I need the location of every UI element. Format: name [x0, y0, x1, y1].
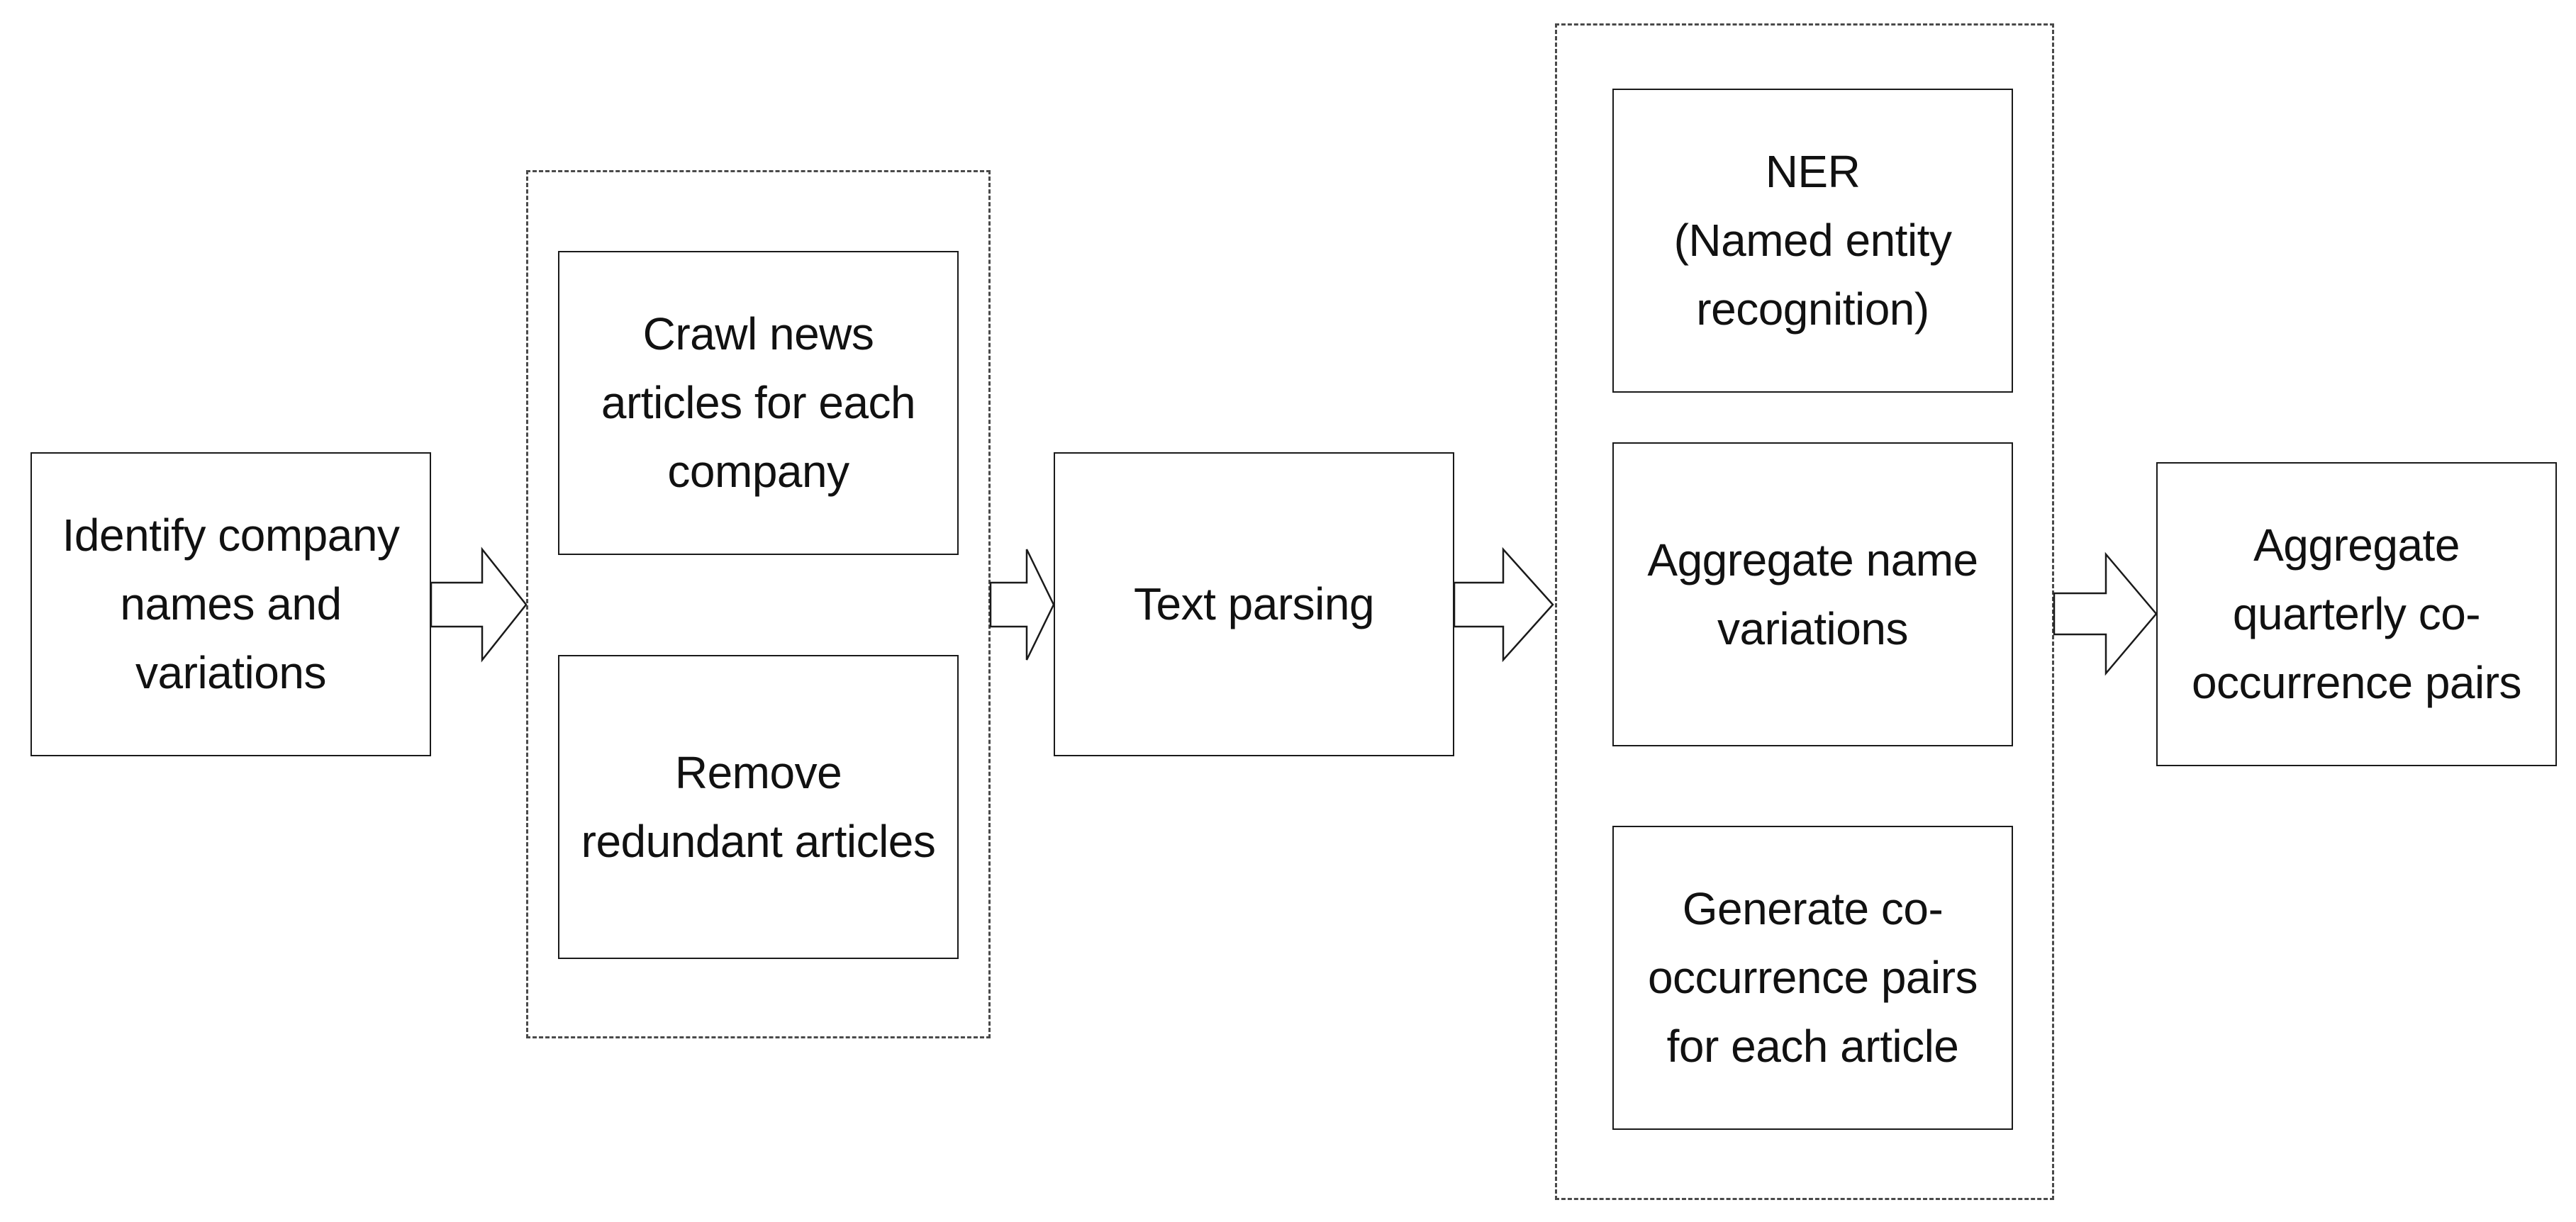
- arrow-identify-to-crawl: [430, 546, 528, 663]
- step-ner-label: NER (Named entity recognition): [1673, 146, 1952, 335]
- step-identify-company-names-label: Identify company names and variations: [62, 510, 400, 698]
- arrow-text-parsing-to-ner-group: [1453, 546, 1554, 663]
- arrow-ner-group-to-aggregate-quarterly: [2053, 551, 2158, 676]
- step-crawl-news-articles: Crawl news articles for each company: [558, 251, 959, 555]
- step-crawl-news-articles-label: Crawl news articles for each company: [601, 308, 916, 497]
- step-aggregate-quarterly-pairs: Aggregate quarterly co- occurrence pairs: [2156, 462, 2557, 766]
- group-crawl-and-dedupe: [526, 170, 991, 1038]
- step-text-parsing-label: Text parsing: [1133, 578, 1375, 629]
- arrow-crawl-to-text-parsing: [989, 549, 1055, 661]
- step-generate-co-occurrence-pairs: Generate co- occurrence pairs for each a…: [1612, 826, 2013, 1130]
- step-aggregate-name-variations: Aggregate name variations: [1612, 442, 2013, 746]
- step-aggregate-name-variations-label: Aggregate name variations: [1647, 534, 1978, 654]
- step-remove-redundant-articles-label: Remove redundant articles: [581, 746, 936, 867]
- step-text-parsing: Text parsing: [1054, 452, 1454, 756]
- step-remove-redundant-articles: Remove redundant articles: [558, 655, 959, 959]
- group-ner-aggregate-generate: [1555, 23, 2054, 1200]
- step-identify-company-names: Identify company names and variations: [30, 452, 431, 756]
- step-generate-co-occurrence-pairs-label: Generate co- occurrence pairs for each a…: [1647, 883, 1978, 1072]
- step-aggregate-quarterly-pairs-label: Aggregate quarterly co- occurrence pairs: [2191, 520, 2522, 708]
- step-ner: NER (Named entity recognition): [1612, 89, 2013, 393]
